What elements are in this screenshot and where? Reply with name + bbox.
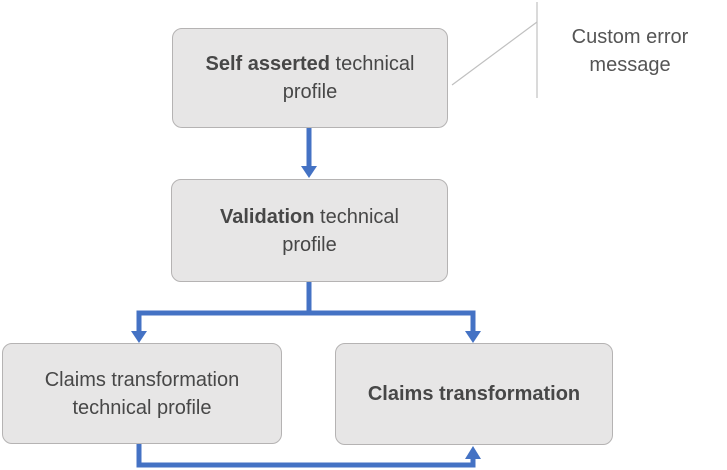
box-label-bold: Self asserted (205, 53, 330, 75)
arrowhead-self-asserted-to-validation (301, 166, 317, 178)
callout-custom-error-message: Custom error message (571, 26, 689, 76)
arrowhead-claims-tp-to-claims (465, 446, 481, 459)
box-label: Self asserted technical profile (205, 50, 414, 106)
box-label: Claims transformation (368, 380, 580, 408)
box-claims-transformation-technical-profile: Claims transformation technical profile (2, 343, 282, 444)
arrowhead-validation-to-claims-tp (131, 331, 147, 343)
box-label: Validation technical profile (220, 203, 399, 259)
box-validation-technical-profile: Validation technical profile (171, 179, 448, 282)
box-label-rest: technical profile (282, 53, 415, 103)
connector-validation-branch (136, 310, 476, 331)
box-claims-transformation: Claims transformation (335, 343, 613, 445)
box-label: Claims transformation technical profile (45, 366, 240, 422)
callout-leader-diagonal-line (451, 21, 538, 86)
box-label-rest: technical profile (282, 205, 399, 256)
box-label-bold: Validation (220, 205, 315, 228)
arrowhead-validation-to-claims (465, 331, 481, 343)
connector-claims-tp-to-claims (136, 444, 476, 468)
box-label-rest: Claims transformation technical profile (44, 368, 240, 419)
box-label-bold: Claims transformation (367, 383, 581, 405)
box-self-asserted-technical-profile: Self asserted technical profile (172, 28, 448, 128)
